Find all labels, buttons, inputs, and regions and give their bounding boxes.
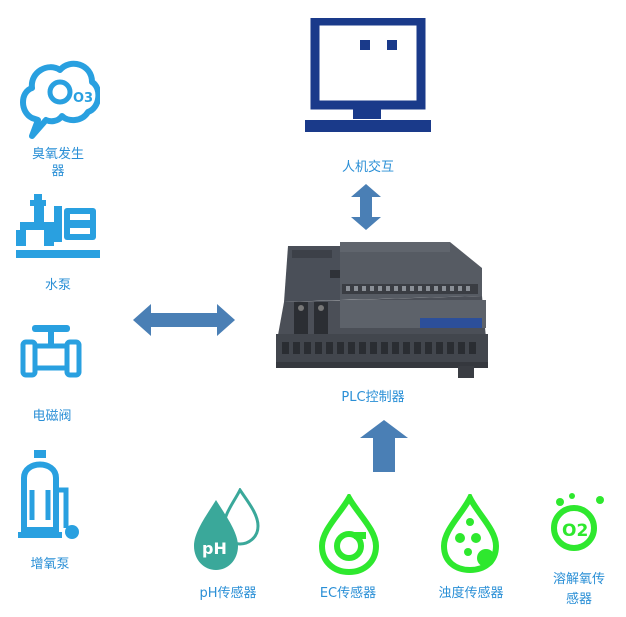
do-label-line2: 感器 — [565, 592, 592, 607]
solenoid-valve-icon — [20, 322, 82, 378]
ec-label: EC传感器 — [319, 586, 377, 601]
plc-label: PLC控制器 — [341, 390, 405, 405]
do-label-line1: 溶解氧传 — [552, 572, 605, 587]
turbidity-label: 浊度传感器 — [438, 586, 504, 601]
ph-icon-text: pH — [202, 539, 227, 558]
pump-label: 水泵 — [44, 278, 71, 293]
sensor-plc-arrow — [360, 420, 408, 472]
plc-device-image — [270, 238, 492, 380]
aerator-pump-icon — [18, 450, 88, 540]
turbidity-sensor-icon — [440, 494, 504, 576]
ec-sensor-icon — [318, 494, 380, 576]
hmi-plc-arrow — [351, 184, 381, 230]
plc-actuator-arrow — [133, 304, 235, 336]
ozone-generator-icon: O3 — [18, 56, 100, 140]
ozone-label-line2: 器 — [51, 164, 65, 179]
do-icon-text: O2 — [562, 521, 588, 541]
dissolved-oxygen-sensor-icon: O2 — [546, 492, 610, 554]
aerator-label: 增氧泵 — [30, 557, 70, 572]
ph-sensor-icon: pH — [190, 488, 262, 572]
ph-label: pH传感器 — [199, 586, 257, 601]
monitor-icon — [305, 18, 431, 134]
valve-label: 电磁阀 — [32, 409, 72, 424]
water-pump-icon — [16, 194, 100, 260]
hmi-label: 人机交互 — [341, 160, 394, 175]
ozone-subscript: O3 — [73, 91, 93, 106]
ozone-label-line1: 臭氧发生 — [31, 147, 84, 162]
